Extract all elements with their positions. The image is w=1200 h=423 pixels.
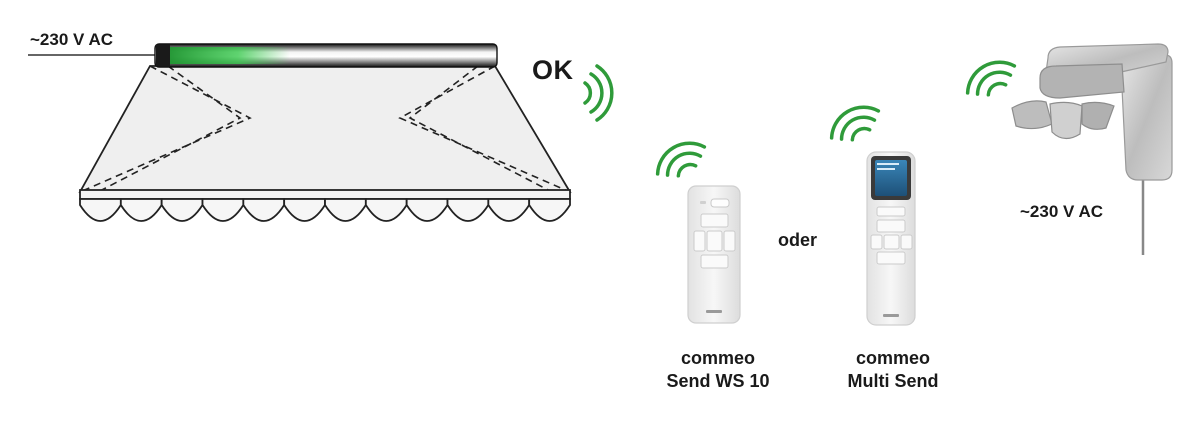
awning-scallop	[283, 198, 326, 222]
remote-button-mid	[876, 219, 906, 233]
sun-wind-sensor-icon	[1011, 43, 1173, 255]
voltage-label-sensor: ~230 V AC	[1020, 202, 1103, 221]
remote-control-icon	[687, 185, 741, 324]
awning-scallop	[528, 198, 571, 222]
awning-scallop	[446, 198, 490, 222]
voltage-label-awning: ~230 V AC	[30, 30, 113, 49]
awning-scallops	[79, 198, 571, 222]
device-model: Multi Send	[847, 371, 939, 391]
remote-button-center	[883, 234, 900, 250]
awning-icon	[28, 43, 572, 222]
awning-canopy	[78, 65, 572, 193]
awning-scallop	[119, 198, 163, 222]
motor-head	[156, 45, 170, 66]
awning-valance-bar	[79, 189, 571, 200]
wind-cup	[1011, 100, 1053, 130]
device-model: Send WS 10	[666, 371, 770, 391]
remote-button-top	[876, 206, 906, 217]
awning-arm-right	[398, 65, 571, 193]
awning-arm-right-inner	[408, 65, 553, 193]
awning-scallop	[324, 198, 367, 222]
status-ok-label: OK	[532, 55, 574, 85]
display-screen	[875, 160, 907, 196]
remote-logo	[706, 310, 722, 313]
remote-button-bottom	[876, 251, 906, 265]
awning-scallop	[201, 198, 245, 222]
awning-arm-left-inner	[97, 65, 242, 193]
remote-button-center	[706, 230, 723, 252]
awning-scallop	[242, 198, 286, 222]
remote-control-icon	[866, 151, 916, 326]
wind-cup	[1049, 101, 1083, 140]
wireless-signal-icon	[965, 60, 1017, 97]
awning-scallop	[364, 198, 408, 222]
awning-arm-left	[79, 65, 252, 193]
motor-glow	[160, 47, 290, 64]
remote-button-top	[700, 213, 729, 228]
sensor-bracket	[1121, 54, 1173, 181]
awning-scallop	[487, 198, 531, 222]
remote-indicator	[710, 198, 730, 208]
remote-button-bottom	[700, 254, 729, 269]
remote-logo	[883, 314, 899, 317]
wireless-signal-icon	[583, 64, 614, 122]
device-brand: commeo	[855, 348, 931, 368]
remote-button-left	[693, 230, 706, 252]
remote-button-right	[900, 234, 913, 250]
sensor-housing	[1039, 63, 1125, 99]
remote-button-right	[723, 230, 736, 252]
remote-button-left	[870, 234, 883, 250]
device-caption-multi-send: commeo Multi Send	[793, 347, 993, 393]
wireless-signal-icon	[655, 141, 707, 178]
awning-scallop	[79, 198, 122, 222]
oder-label: oder	[778, 230, 818, 250]
device-caption-send-ws10: commeo Send WS 10	[618, 347, 818, 393]
wind-cup	[1081, 101, 1115, 130]
device-brand: commeo	[680, 348, 756, 368]
awning-scallop	[160, 198, 204, 222]
wireless-signal-icon	[829, 105, 881, 142]
awning-scallop	[405, 198, 449, 222]
